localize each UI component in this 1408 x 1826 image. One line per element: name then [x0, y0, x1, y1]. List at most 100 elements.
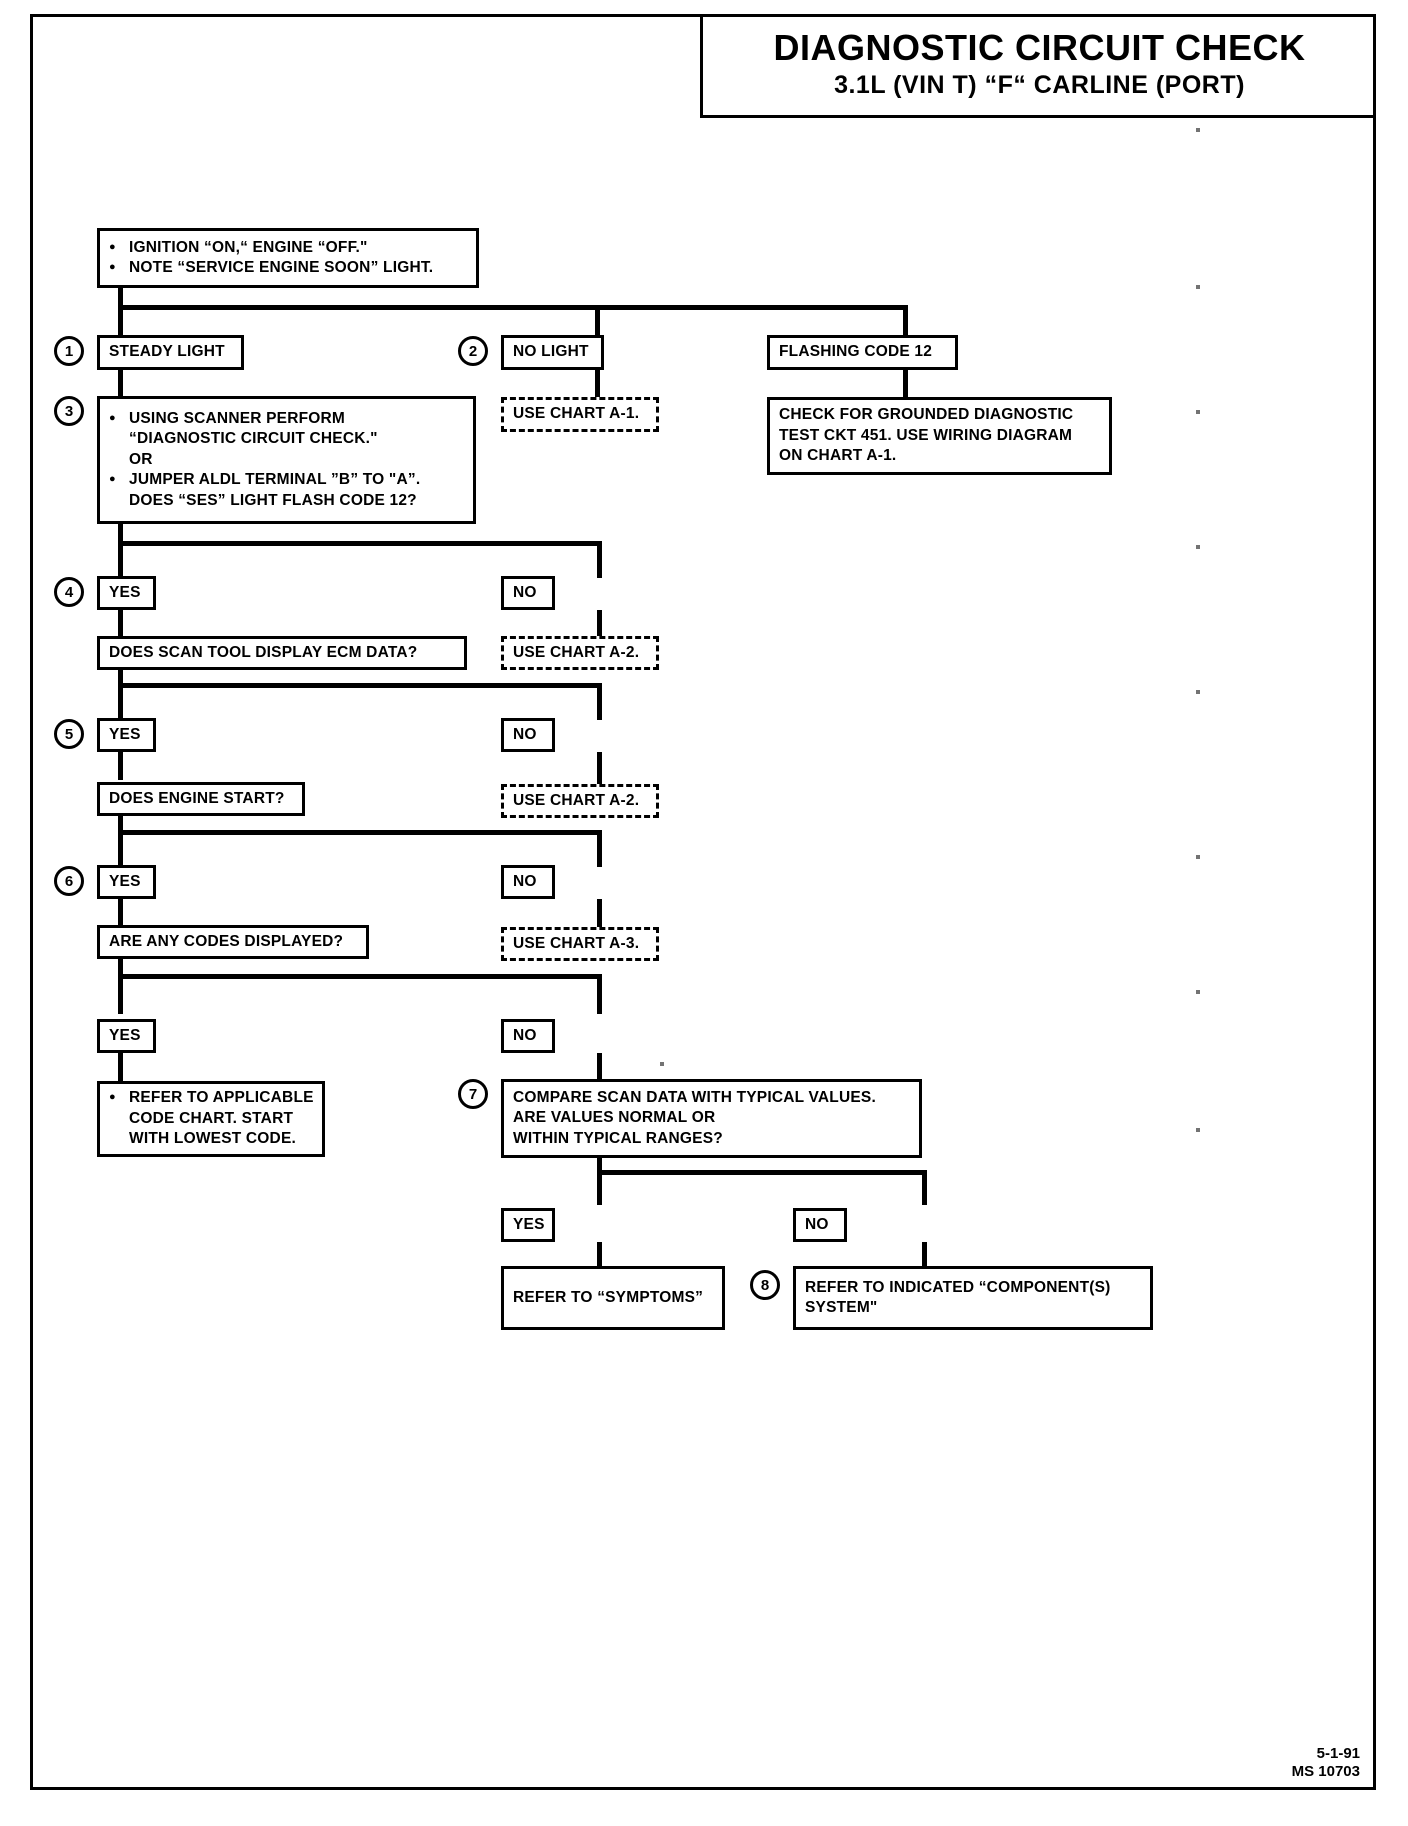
flashing-code-12-label: FLASHING CODE 12 [779, 343, 933, 361]
register-tick [1196, 1128, 1200, 1132]
register-tick [1196, 690, 1200, 694]
connector-scantool-down [118, 670, 123, 686]
connector-no6-down [597, 899, 602, 927]
use-chart-a2-label-first: USE CHART A-2. [513, 643, 640, 661]
connector-compare-down [597, 1158, 602, 1172]
yes-label: YES [109, 872, 141, 890]
register-tick [1196, 990, 1200, 994]
connector-yes-refer-down [118, 1053, 123, 1081]
refer-code-chart-box: REFER TO APPLICABLE CODE CHART. START WI… [97, 1081, 325, 1157]
bullet-icon [109, 409, 129, 429]
use-chart-a2-label-second: USE CHART A-2. [513, 791, 640, 809]
codes-displayed-question-box: ARE ANY CODES DISPLAYED? [97, 925, 369, 959]
connector-step4-yes [118, 541, 123, 578]
connector-bus-codes [118, 974, 602, 979]
use-chart-a2-box-first: USE CHART A-2. [501, 636, 659, 670]
page-title: DIAGNOSTIC CIRCUIT CHECK [773, 26, 1306, 68]
connector-step6-yes [118, 830, 123, 867]
scan-tool-question-box: DOES SCAN TOOL DISPLAY ECM DATA? [97, 636, 467, 670]
register-tick [1196, 855, 1200, 859]
refer-symptoms-box: REFER TO “SYMPTOMS” [501, 1266, 725, 1330]
steady-light-box: STEADY LIGHT [97, 335, 244, 370]
yes-label: YES [109, 725, 141, 743]
grounded-line-2: TEST CKT 451. USE WIRING DIAGRAM [779, 426, 1073, 444]
step-number-1: 1 [54, 336, 84, 366]
start-bullet-1-text: IGNITION “ON,“ ENGINE “OFF." [129, 238, 368, 256]
connector-bus-step4 [118, 541, 602, 546]
register-tick [1196, 285, 1200, 289]
connector-bus-top [118, 305, 908, 310]
step-number-3: 3 [54, 396, 84, 426]
footer-date: 5-1-91 [1316, 1744, 1360, 1762]
page-border [30, 14, 1376, 1790]
compare-line-2: ARE VALUES NORMAL OR [513, 1109, 716, 1127]
connector-bus-step5 [118, 683, 602, 688]
connector-compare-no [922, 1170, 927, 1205]
footer-code: MS 10703 [1291, 1763, 1360, 1781]
scanner-line-5: DOES “SES” LIGHT FLASH CODE 12? [129, 491, 417, 509]
use-chart-a2-box-second: USE CHART A-2. [501, 784, 659, 818]
connector-no-component-down [922, 1242, 927, 1266]
scanner-line-4: JUMPER ALDL TERMINAL ”B” TO "A”. [129, 471, 421, 489]
engine-start-question-box: DOES ENGINE START? [97, 782, 305, 816]
connector-no5-down [597, 752, 602, 784]
no-label: NO [513, 1026, 537, 1044]
connector-start-down [118, 287, 123, 309]
connector-flashing-to-grounded [903, 370, 908, 398]
engine-start-label: DOES ENGINE START? [109, 789, 285, 807]
yes-box-codes: YES [97, 1019, 156, 1053]
use-chart-a1-box: USE CHART A-1. [501, 397, 659, 432]
no-box-codes: NO [501, 1019, 555, 1053]
connector-enginestart-down [118, 816, 123, 832]
bullet-icon [109, 1088, 129, 1108]
no-box-step5: NO [501, 718, 555, 752]
scanner-line-1: USING SCANNER PERFORM [129, 409, 346, 427]
scanner-bullet-1: USING SCANNER PERFORM [109, 409, 464, 429]
no-label: NO [805, 1215, 829, 1233]
step-number-5: 5 [54, 719, 84, 749]
use-chart-a3-label: USE CHART A-3. [513, 934, 640, 952]
connector-step5-no [597, 683, 602, 720]
title-block: DIAGNOSTIC CIRCUIT CHECK 3.1L (VIN T) “F… [700, 14, 1376, 118]
connector-step5-yes [118, 683, 123, 720]
connector-compare-yes [597, 1170, 602, 1205]
grounded-test-box: CHECK FOR GROUNDED DIAGNOSTIC TEST CKT 4… [767, 397, 1112, 475]
connector-nolight-down [595, 305, 600, 338]
connector-steady-down [118, 305, 123, 338]
refer-code-line-1: REFER TO APPLICABLE [129, 1089, 314, 1107]
yes-box-step4: YES [97, 576, 156, 610]
connector-yes-symptoms-down [597, 1242, 602, 1266]
grounded-line-3: ON CHART A-1. [779, 447, 897, 465]
scanner-line-2: “DIAGNOSTIC CIRCUIT CHECK." [129, 430, 378, 448]
refer-code-bullet: REFER TO APPLICABLE [109, 1088, 313, 1108]
refer-component-line-2: SYSTEM" [805, 1299, 878, 1316]
connector-flashing-down [903, 305, 908, 338]
scanner-instructions-box: USING SCANNER PERFORM “DIAGNOSTIC CIRCUI… [97, 396, 476, 524]
no-box-step4: NO [501, 576, 555, 610]
compare-line-1: COMPARE SCAN DATA WITH TYPICAL VALUES. [513, 1088, 876, 1106]
yes-label: YES [109, 1026, 141, 1044]
connector-yes4-down [118, 610, 123, 636]
scan-tool-label: DOES SCAN TOOL DISPLAY ECM DATA? [109, 643, 418, 661]
use-chart-a3-box: USE CHART A-3. [501, 927, 659, 961]
no-label: NO [513, 583, 537, 601]
scanner-bullet-2: JUMPER ALDL TERMINAL ”B” TO "A”. [109, 470, 464, 490]
connector-scanner-down [118, 524, 123, 544]
connector-yes5-down [118, 752, 123, 780]
connector-step4-no [597, 541, 602, 578]
compare-scan-data-box: COMPARE SCAN DATA WITH TYPICAL VALUES. A… [501, 1079, 922, 1158]
connector-no-compare-down [597, 1053, 602, 1079]
no-box-compare: NO [793, 1208, 847, 1242]
refer-code-line-3: WITH LOWEST CODE. [129, 1130, 296, 1148]
start-box: IGNITION “ON,“ ENGINE “OFF." NOTE “SERVI… [97, 228, 479, 288]
bullet-icon [109, 470, 129, 490]
register-tick [660, 1062, 664, 1066]
yes-box-step6: YES [97, 865, 156, 899]
no-label: NO [513, 872, 537, 890]
yes-box-step5: YES [97, 718, 156, 752]
bullet-icon [109, 258, 129, 278]
page-subtitle: 3.1L (VIN T) “F“ CARLINE (PORT) [834, 71, 1245, 100]
scanner-line-3-or: OR [129, 450, 153, 468]
step-number-2: 2 [458, 336, 488, 366]
